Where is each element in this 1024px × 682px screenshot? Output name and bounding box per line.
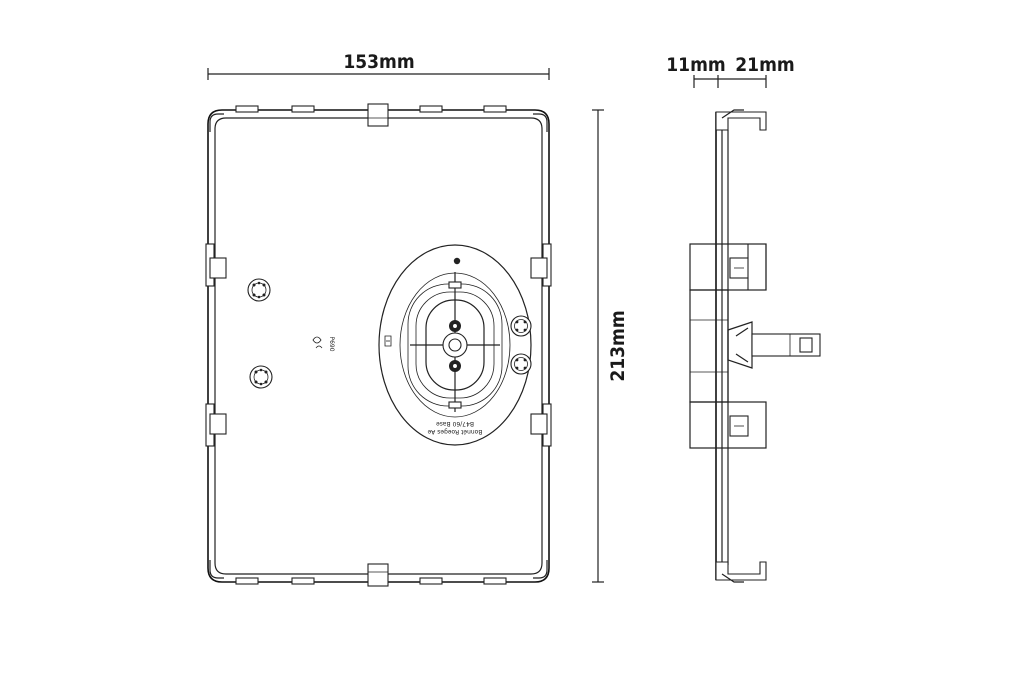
- top-edge-notches: [235, 103, 507, 127]
- height-label: 213mm: [607, 310, 629, 381]
- depth-front-label: 11mm: [666, 54, 725, 76]
- depth-dimension: 11mm 21mm: [666, 54, 795, 88]
- side-view-plate: [689, 109, 821, 583]
- screw-mount-lower: [510, 353, 532, 375]
- bottom-edge-notches: [235, 563, 507, 587]
- front-view-plate: P690: [205, 103, 552, 587]
- screw-upper-left: [247, 278, 271, 302]
- plate-code-text: P690: [328, 336, 335, 351]
- mount-text-line1: Bonnét Roeges Ae: [427, 428, 482, 435]
- width-label: 153mm: [343, 51, 414, 73]
- width-dimension: 153mm: [207, 51, 550, 80]
- left-edge-clips: [205, 243, 227, 447]
- screw-mount-upper: [510, 315, 532, 337]
- depth-back-label: 21mm: [735, 54, 794, 76]
- screw-lower-left: [249, 365, 273, 389]
- right-edge-clips: [530, 243, 552, 447]
- mount-text-line2: B47/60 Base: [436, 420, 474, 427]
- oval-mount-assembly: Bonnét Roeges Ae B47/60 Base: [378, 244, 532, 446]
- height-dimension: 213mm: [592, 109, 629, 583]
